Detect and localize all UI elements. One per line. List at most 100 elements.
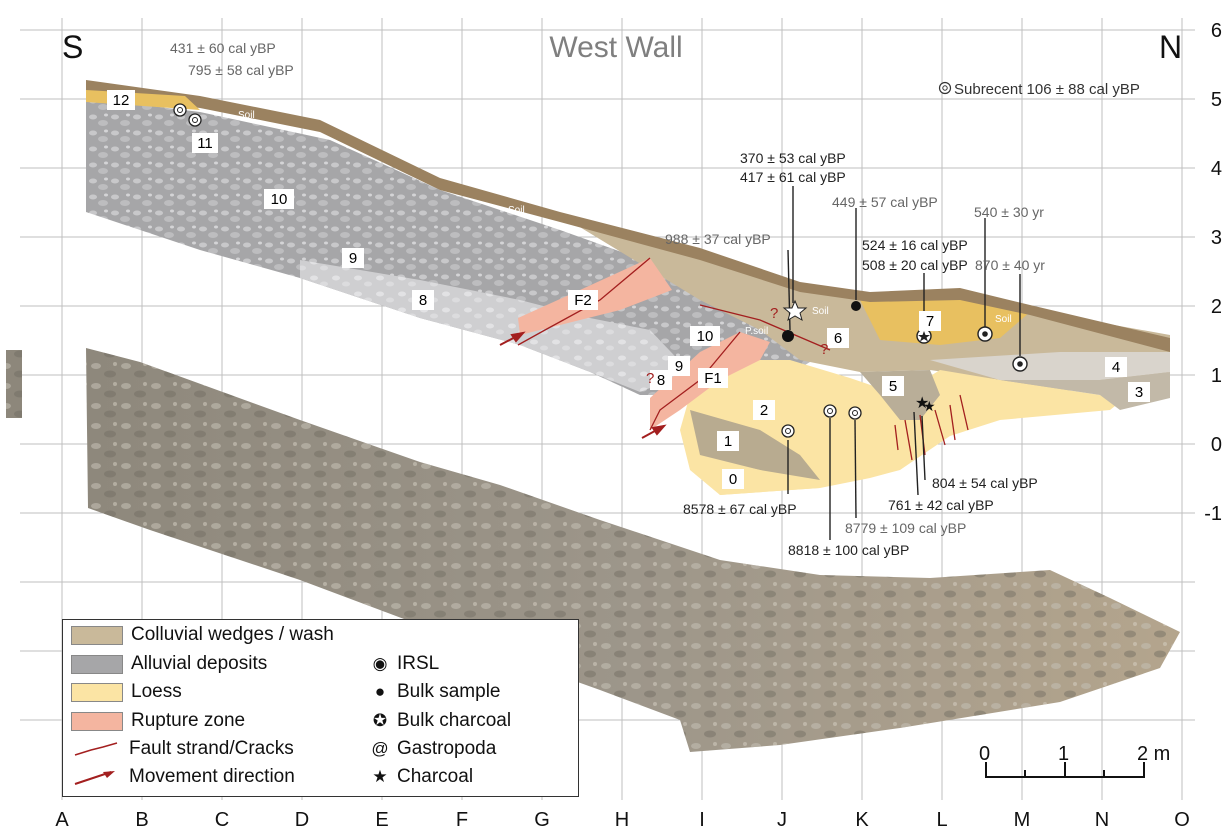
- unit-label-1: 1: [717, 431, 739, 451]
- unit-label-8: 8: [412, 290, 434, 310]
- date-label: Subrecent 106 ± 88 cal yBP: [954, 81, 1140, 98]
- swatch: [71, 654, 123, 674]
- scale-tick-label: 1: [1058, 743, 1069, 765]
- column-label: K: [855, 809, 869, 831]
- gastropoda-icon: [848, 406, 862, 420]
- unit-label-4: 4: [1105, 357, 1127, 377]
- row-label: -1: [1204, 503, 1222, 525]
- svg-text:12: 12: [113, 92, 130, 109]
- column-label: B: [135, 809, 148, 831]
- soil-label: Soil: [995, 314, 1012, 325]
- row-label: 4: [1211, 158, 1222, 180]
- date-label: 508 ± 20 cal yBP: [862, 257, 968, 273]
- unit-label-6: 6: [827, 328, 849, 348]
- svg-text:?: ?: [646, 370, 654, 387]
- column-label: E: [375, 809, 388, 831]
- legend-item-fault-strand: Fault strand/Cracks: [71, 738, 294, 760]
- unit-label-10-east: 10: [690, 326, 720, 346]
- paleosoil-label: P.soil: [745, 326, 768, 337]
- svg-text:2: 2: [760, 402, 768, 419]
- date-label: 8578 ± 67 cal yBP: [683, 501, 797, 517]
- date-label: 417 ± 61 cal yBP: [740, 169, 846, 185]
- gastropoda-icon: [938, 81, 952, 95]
- date-label: 988 ± 37 cal yBP: [665, 231, 771, 247]
- svg-text:5: 5: [889, 378, 897, 395]
- svg-text:1: 1: [724, 433, 732, 450]
- legend: Colluvial wedges / wash Alluvial deposit…: [62, 619, 579, 797]
- legend-item-bulk-sample: ● Bulk sample: [369, 681, 501, 703]
- svg-text:6: 6: [834, 330, 842, 347]
- direction-north: N: [1159, 29, 1182, 65]
- svg-text:4: 4: [1112, 359, 1120, 376]
- column-label: N: [1095, 809, 1109, 831]
- date-label: 804 ± 54 cal yBP: [932, 475, 1038, 491]
- figure-title: West Wall: [549, 31, 682, 64]
- column-label: C: [215, 809, 229, 831]
- date-label: 8818 ± 100 cal yBP: [788, 542, 909, 558]
- unit-label-8-east: 8: [650, 370, 672, 390]
- column-label: M: [1014, 809, 1031, 831]
- bulk-sample-icon: [851, 301, 861, 311]
- bulk-sample-icon: [782, 330, 794, 342]
- svg-text:F2: F2: [574, 292, 592, 309]
- date-label: 761 ± 42 cal yBP: [888, 497, 994, 513]
- legend-item-rupture: Rupture zone: [71, 710, 245, 732]
- unit-label-12: 12: [107, 90, 135, 110]
- swatch: [71, 625, 123, 645]
- svg-text:8: 8: [657, 372, 665, 389]
- unit-label-F2: F2: [568, 290, 598, 310]
- gastropoda-icon: [823, 404, 837, 418]
- gastropoda-icon: [781, 424, 795, 438]
- legend-item-loess: Loess: [71, 681, 182, 703]
- trench-photo: [6, 348, 1180, 752]
- row-label: 1: [1211, 365, 1222, 387]
- sample-leader-lines: [787, 186, 1021, 540]
- soil-label: Soil: [238, 110, 255, 121]
- svg-text:3: 3: [1135, 384, 1143, 401]
- unit-label-2: 2: [753, 400, 775, 420]
- unit-label-9-east: 9: [668, 356, 690, 376]
- unit-label-11: 11: [192, 133, 218, 153]
- legend-item-charcoal: ★ Charcoal: [369, 766, 473, 788]
- unit-label-3: 3: [1128, 382, 1150, 402]
- date-label: 870 ± 40 yr: [975, 257, 1045, 273]
- column-label: H: [615, 809, 629, 831]
- svg-text:10: 10: [697, 328, 714, 345]
- svg-text:?: ?: [770, 305, 778, 322]
- svg-text:?: ?: [820, 341, 828, 358]
- bulk-sample-icon: ●: [374, 682, 386, 701]
- soil-labels: Soil Soil Soil Soil P.soil: [238, 110, 1012, 337]
- legend-item-gastropoda: @ Gastropoda: [369, 738, 496, 760]
- swatch: [71, 711, 123, 731]
- direction-south: S: [62, 29, 83, 65]
- date-label: 795 ± 58 cal yBP: [188, 62, 294, 78]
- date-label: 431 ± 60 cal yBP: [170, 40, 276, 56]
- date-label: 8779 ± 109 cal yBP: [845, 520, 966, 536]
- column-label: I: [699, 809, 705, 831]
- legend-item-bulk-charcoal: ✪ Bulk charcoal: [369, 710, 511, 732]
- column-label: D: [295, 809, 309, 831]
- unit-label-5: 5: [882, 376, 904, 396]
- gastropoda-icon: @: [371, 739, 389, 758]
- legend-item-colluvial: Colluvial wedges / wash: [71, 624, 334, 646]
- row-label: 3: [1211, 227, 1222, 249]
- date-label: 524 ± 16 cal yBP: [862, 237, 968, 253]
- gastropoda-icon: [173, 103, 187, 117]
- scale-labels: 0 1 2 m: [979, 743, 1170, 765]
- uncertainty-marks: ? ? ?: [646, 305, 828, 387]
- column-label: J: [777, 809, 787, 831]
- svg-text:0: 0: [729, 471, 737, 488]
- movement-arrows: [499, 331, 667, 439]
- row-label: 0: [1211, 434, 1222, 456]
- column-label: F: [456, 809, 468, 831]
- scale-tick-label: 0: [979, 743, 990, 765]
- scale-tick-label: 2 m: [1137, 743, 1170, 765]
- date-label: 540 ± 30 yr: [974, 204, 1044, 220]
- column-label: L: [936, 809, 947, 831]
- gastropoda-icon: [188, 113, 202, 127]
- row-label: 2: [1211, 296, 1222, 318]
- column-label: O: [1174, 809, 1190, 831]
